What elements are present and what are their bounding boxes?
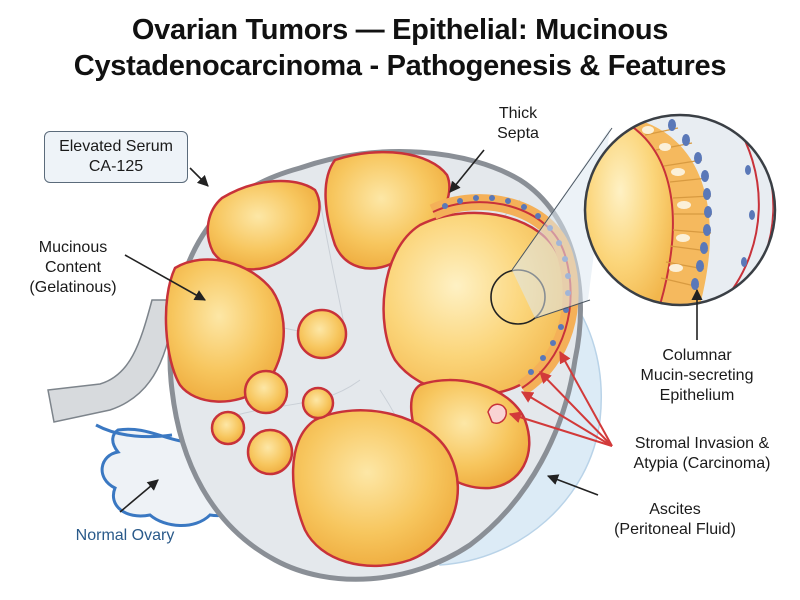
stromal-invasion-arrows (508, 350, 613, 447)
cyst-small-center (296, 308, 348, 360)
cyst-bottom-large (291, 409, 460, 568)
cyst-loculi (164, 150, 567, 568)
title-line-1: Ovarian Tumors — Epithelial: Mucinous (131, 14, 669, 46)
ovary-connector (95, 423, 173, 439)
mucinous-line-2: Content (44, 259, 102, 276)
cyst-top-left (206, 179, 321, 271)
mucinous-content-label: Mucinous Content (Gelatinous) (18, 238, 128, 298)
cyst-small-mid (243, 369, 289, 415)
title-line-2: Cystadenocarcinoma - Pathogenesis & Feat… (73, 50, 727, 82)
mucinous-line-1: Mucinous (38, 239, 108, 256)
thick-septa-line-2: Septa (497, 125, 539, 142)
columnar-line-1: Columnar (662, 347, 732, 364)
ligament (47, 299, 177, 423)
ca125-line-1: Elevated Serum (59, 138, 173, 155)
stromal-line-2: Atypia (Carcinoma) (633, 455, 771, 472)
columnar-epithelium-label: Columnar Mucin-secreting Epithelium (612, 346, 782, 406)
columnar-line-2: Mucin-secreting (640, 367, 754, 384)
ascites-line-1: Ascites (649, 501, 701, 518)
ascites-label: Ascites (Peritoneal Fluid) (600, 500, 750, 540)
magnified-epithelium (583, 113, 777, 307)
cyst-small-c (246, 428, 294, 476)
ca125-label: Elevated Serum CA-125 (44, 131, 188, 183)
normal-ovary-label: Normal Ovary (75, 527, 175, 544)
magnifier-cone (512, 128, 610, 318)
columnar-line-3: Epithelium (659, 387, 735, 404)
page-title: Ovarian Tumors — Epithelial: Mucinous Cy… (0, 12, 800, 84)
ascites-line-2: (Peritoneal Fluid) (614, 521, 736, 538)
mucinous-line-3: (Gelatinous) (29, 279, 117, 296)
cyst-small-a (301, 386, 335, 420)
thick-septa-label: Thick Septa (486, 104, 550, 144)
stromal-line-1: Stromal Invasion & (634, 435, 770, 452)
cyst-small-b (210, 410, 246, 446)
annotation-arrows (119, 149, 703, 513)
ca125-line-2: CA-125 (88, 158, 144, 175)
stromal-invasion-label: Stromal Invasion & Atypia (Carcinoma) (612, 434, 792, 474)
invasion-focus (487, 403, 507, 424)
thick-septa-line-1: Thick (498, 105, 538, 122)
